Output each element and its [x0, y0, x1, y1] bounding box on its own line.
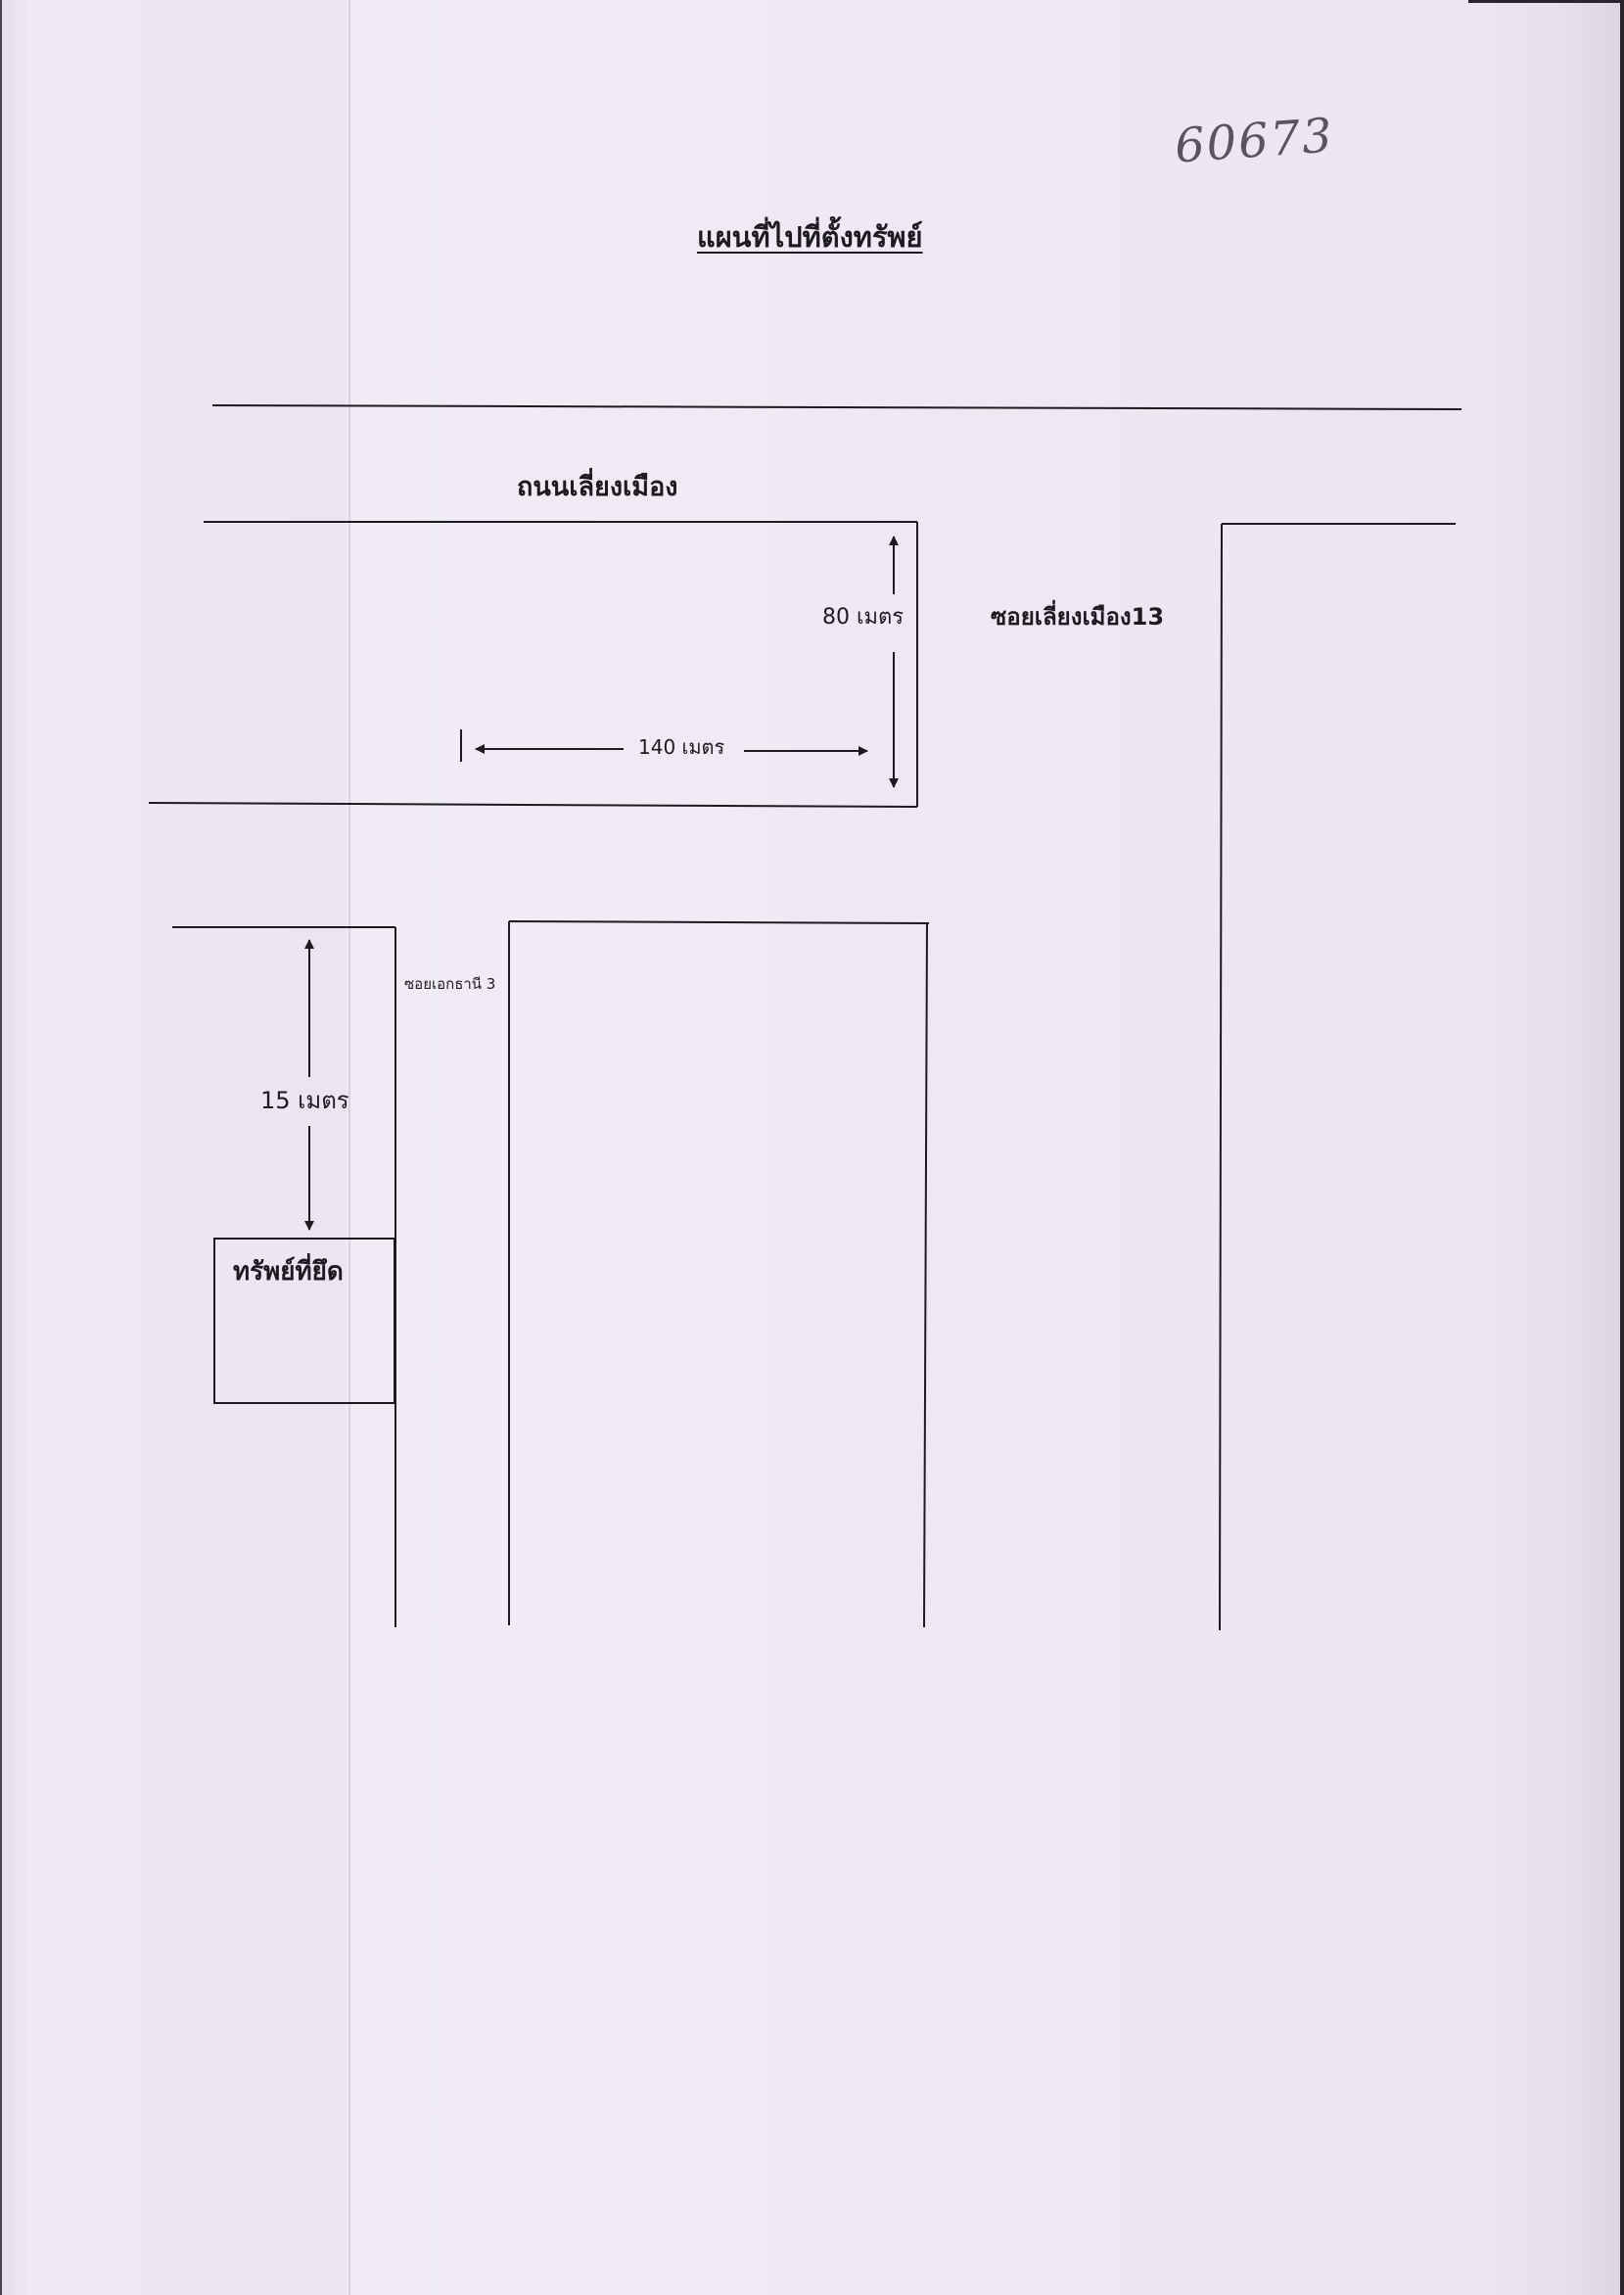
seized-property-box — [213, 1238, 395, 1404]
middle-block-east-edge — [923, 922, 928, 1628]
paper-top-edge — [1468, 0, 1624, 3]
paper-fold-line — [348, 0, 350, 2295]
paper-right-edge — [1620, 0, 1624, 2295]
main-road-top-edge — [211, 404, 1462, 410]
soi13-east-edge — [1219, 523, 1223, 1631]
distance-140m-label: 140 เมตร — [638, 735, 725, 759]
soi3-label: ซอยเอกธานี 3 — [404, 975, 496, 993]
main-road-label: ถนนเลี่ยงเมือง — [517, 472, 678, 502]
seized-property-label: ทรัพย์ที่ยึด — [233, 1257, 344, 1287]
distance-80m-label: 80 เมตร — [822, 605, 905, 630]
block-south-edge — [148, 802, 918, 808]
paper-left-edge — [0, 0, 2, 2295]
middle-block-north-edge — [508, 920, 930, 924]
soi13-label: ซอยเลี่ยงเมือง13 — [991, 603, 1165, 631]
map-title: แผนที่ไปที่ตั้งทรัพย์ — [697, 220, 923, 254]
distance-15m-label: 15 เมตร — [260, 1087, 349, 1114]
handwritten-document-number: 60673 — [1173, 108, 1336, 174]
